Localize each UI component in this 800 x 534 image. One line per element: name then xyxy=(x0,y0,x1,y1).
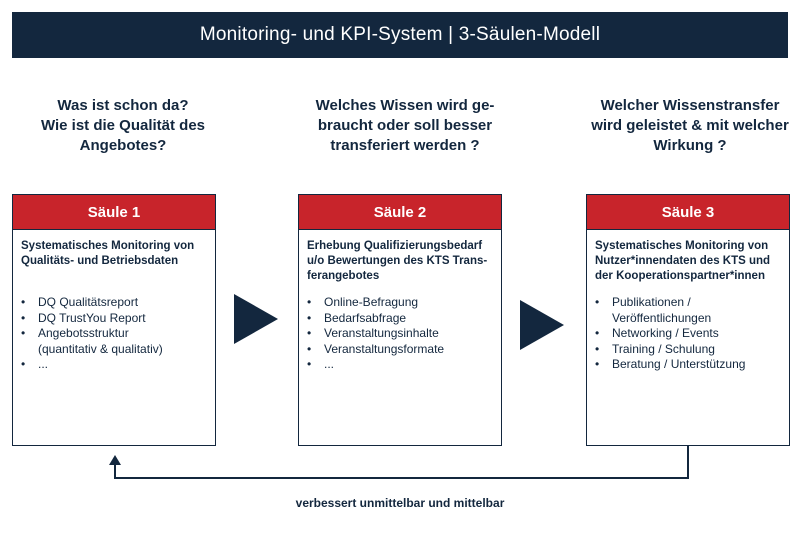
question-line: Angebotes? xyxy=(79,137,167,154)
bullet-item: Veranstaltungsinhalte xyxy=(307,326,493,342)
question-2: Welches Wissen wird ge- braucht oder sol… xyxy=(290,96,520,156)
pillar-description: Systematisches Monitoring von Nutzer*inn… xyxy=(595,239,781,284)
bullet-item: DQ TrustYou Report xyxy=(21,311,207,327)
bullet-item: Publikationen / Veröffentlichungen xyxy=(595,295,781,326)
description-line: Qualitäts- und Betriebsdaten xyxy=(21,255,179,267)
feedback-caption: verbessert unmittelbar und mittelbar xyxy=(0,496,800,510)
bullet-text: DQ Qualitätsreport xyxy=(38,295,139,309)
feedback-label: verbessert unmittelbar und mittelbar xyxy=(295,496,505,510)
question-line: Was ist schon da? xyxy=(57,97,189,114)
flow-arrow-right-icon xyxy=(234,294,278,344)
bullet-text: Beratung / Unterstützung xyxy=(612,357,746,371)
pillar-2-header: Säule 2 xyxy=(299,195,501,230)
feedback-loop-line xyxy=(114,446,689,479)
bullet-item: DQ Qualitätsreport xyxy=(21,295,207,311)
pillar-description: Erhebung Qualifizierungsbedarf u/o Bewer… xyxy=(307,239,493,284)
pillar-description: Systematisches Monitoring von Qualitäts-… xyxy=(21,239,207,269)
question-line: Wirkung ? xyxy=(653,137,727,154)
bullet-text: ... xyxy=(324,357,335,371)
question-line: wird geleistet & mit welcher xyxy=(591,117,789,134)
pillar-label: Säule 1 xyxy=(87,203,141,221)
bullet-text: Networking / Events xyxy=(612,326,719,340)
bullet-text: Online-Befragung xyxy=(324,295,419,309)
feedback-arrowhead-icon xyxy=(109,455,121,465)
bullet-item: ... xyxy=(307,357,493,373)
bullet-item: ... xyxy=(21,357,207,373)
pillar-1-box: Säule 1 Systematisches Monitoring von Qu… xyxy=(12,194,216,446)
description-line: Erhebung Qualifizierungsbedarf xyxy=(307,240,483,252)
bullet-text: Veranstaltungsinhalte xyxy=(324,326,439,340)
question-3: Welcher Wissenstransfer wird geleistet &… xyxy=(575,96,800,156)
question-line: Welcher Wissenstransfer xyxy=(600,97,780,114)
question-line: braucht oder soll besser xyxy=(317,117,493,134)
description-line: der Kooperationspartner*innen xyxy=(595,270,765,282)
bullet-item: Veranstaltungsformate xyxy=(307,342,493,358)
bullet-text: Angebotsstruktur xyxy=(38,326,129,340)
question-1: Was ist schon da? Wie ist die Qualität d… xyxy=(8,96,238,156)
question-line: transferiert werden ? xyxy=(330,137,480,154)
pillar-3-body: Systematisches Monitoring von Nutzer*inn… xyxy=(587,230,789,373)
pillar-label: Säule 2 xyxy=(373,203,427,221)
bullet-list: Publikationen / Veröffentlichungen Netwo… xyxy=(595,295,781,373)
bullet-text: Training / Schulung xyxy=(612,341,715,356)
description-line: Systematisches Monitoring von xyxy=(21,240,195,252)
question-line: Welches Wissen wird ge- xyxy=(315,97,495,114)
pillar-label: Säule 3 xyxy=(661,203,715,221)
title-banner: Monitoring- und KPI-System | 3-Säulen-Mo… xyxy=(12,12,788,58)
bullet-text: (quantitativ & qualitativ) xyxy=(38,341,163,356)
pillar-2-body: Erhebung Qualifizierungsbedarf u/o Bewer… xyxy=(299,230,501,373)
pillar-2-box: Säule 2 Erhebung Qualifizierungsbedarf u… xyxy=(298,194,502,446)
bullet-text: Veranstaltungsformate xyxy=(324,341,445,356)
bullet-item: Beratung / Unterstützung xyxy=(595,357,781,373)
pillar-1-body: Systematisches Monitoring von Qualitäts-… xyxy=(13,230,215,373)
bullet-item: Bedarfsabfrage xyxy=(307,311,493,327)
description-line: Nutzer*innendaten des KTS und xyxy=(595,255,771,267)
description-line: Systematisches Monitoring von xyxy=(595,240,769,252)
pillar-1-header: Säule 1 xyxy=(13,195,215,230)
bullet-text: DQ TrustYou Report xyxy=(38,310,146,325)
flow-arrow-right-icon xyxy=(520,300,564,350)
question-line: Wie ist die Qualität des xyxy=(40,117,206,134)
bullet-text: ... xyxy=(38,357,49,371)
pillar-3-header: Säule 3 xyxy=(587,195,789,230)
description-line: u/o Bewertungen des KTS Trans- xyxy=(307,255,488,267)
bullet-item: Training / Schulung xyxy=(595,342,781,358)
description-line: ferangebotes xyxy=(307,270,380,282)
page-title: Monitoring- und KPI-System | 3-Säulen-Mo… xyxy=(199,24,601,45)
bullet-item: Online-Befragung xyxy=(307,295,493,311)
bullet-item: Angebotsstruktur (quantitativ & qualitat… xyxy=(21,326,207,357)
bullet-text: Bedarfsabfrage xyxy=(324,310,407,325)
bullet-item: Networking / Events xyxy=(595,326,781,342)
pillar-3-box: Säule 3 Systematisches Monitoring von Nu… xyxy=(586,194,790,446)
bullet-text: Veröffentlichungen xyxy=(612,310,712,325)
bullet-list: Online-Befragung Bedarfsabfrage Veransta… xyxy=(307,295,493,373)
bullet-list: DQ Qualitätsreport DQ TrustYou Report An… xyxy=(21,295,207,373)
bullet-text: Publikationen / xyxy=(612,295,691,309)
